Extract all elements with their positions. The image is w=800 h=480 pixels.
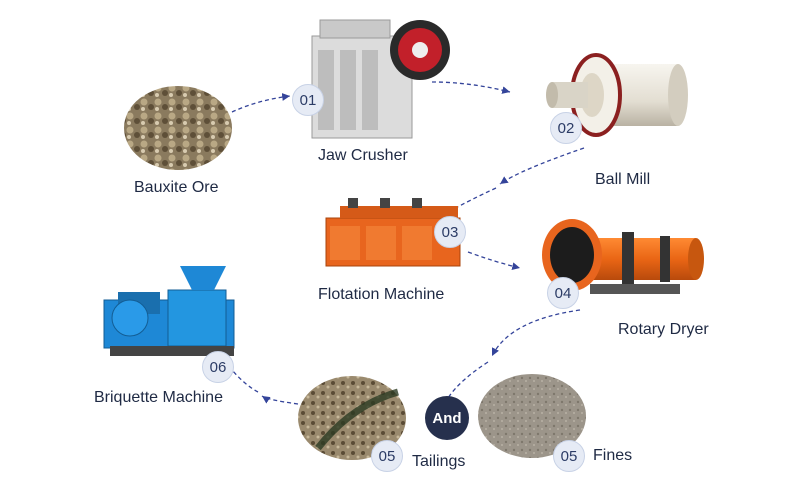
arrow-briquette-link xyxy=(232,370,258,392)
arrow-crusher-to-mill xyxy=(432,82,510,92)
briquette-machine-label: Briquette Machine xyxy=(94,389,223,407)
step-badge-03: 03 xyxy=(434,216,466,248)
jaw-crusher-image xyxy=(312,20,450,138)
arrow-dryer-to-and xyxy=(492,310,580,356)
bauxite-ore-image xyxy=(124,86,232,170)
arrow-ore-to-crusher xyxy=(232,96,290,112)
arrow-flotation-link xyxy=(452,188,496,210)
arrow-and-link xyxy=(448,362,488,398)
step-badge-05-tailings: 05 xyxy=(371,440,403,472)
arrow-tailings-to-briquette xyxy=(262,396,298,404)
step-badge-04: 04 xyxy=(547,277,579,309)
bauxite-ore-label: Bauxite Ore xyxy=(134,179,218,197)
briquette-machine-image xyxy=(104,266,234,356)
flotation-machine-label: Flotation Machine xyxy=(318,286,444,304)
and-connector-badge: And xyxy=(425,396,469,440)
rotary-dryer-label: Rotary Dryer xyxy=(618,321,709,339)
ball-mill-label: Ball Mill xyxy=(595,171,650,189)
arrow-flotation-to-dryer xyxy=(468,252,520,268)
arrow-mill-to-flotation xyxy=(500,148,584,184)
step-badge-01: 01 xyxy=(292,84,324,116)
jaw-crusher-label: Jaw Crusher xyxy=(318,147,408,165)
step-badge-05-fines: 05 xyxy=(553,440,585,472)
fines-label: Fines xyxy=(593,447,632,465)
tailings-label: Tailings xyxy=(412,453,465,471)
step-badge-02: 02 xyxy=(550,112,582,144)
step-badge-06: 06 xyxy=(202,351,234,383)
